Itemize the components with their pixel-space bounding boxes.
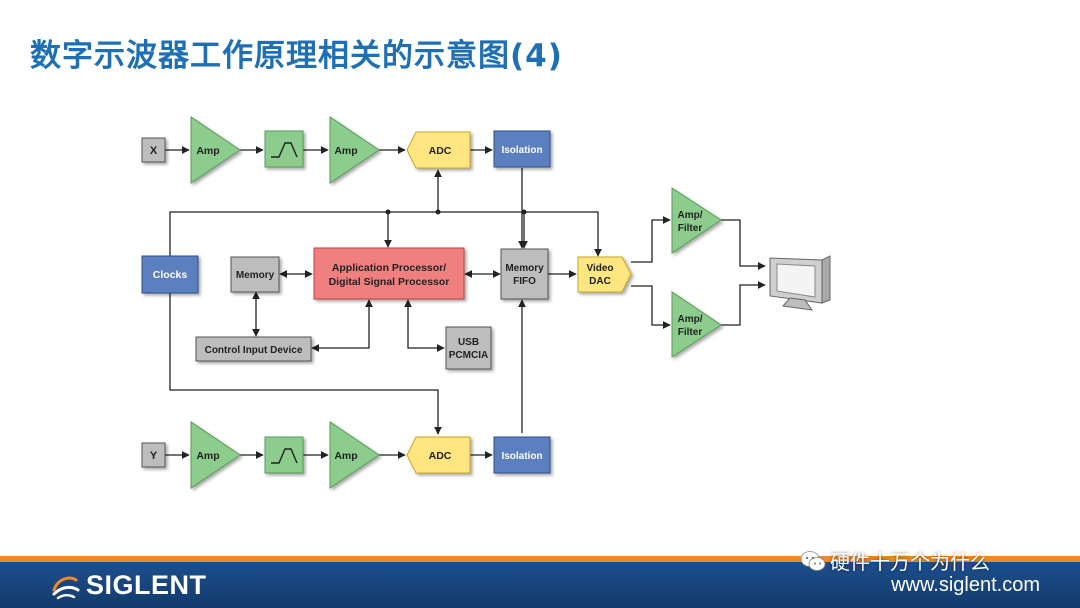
app-processor-label-2: Digital Signal Processor <box>329 276 450 288</box>
amp-label-top-1: Amp <box>196 145 219 157</box>
website-url: www.siglent.com <box>891 574 1040 596</box>
amp-triangle-top-2 <box>329 116 380 184</box>
amp-label-bottom-2: Amp <box>334 450 357 462</box>
amp-filter-triangle-1 <box>671 187 722 254</box>
amp-filter-label-2b: Filter <box>678 327 703 338</box>
adc-label-top: ADC <box>429 145 452 157</box>
adc-label-bottom: ADC <box>429 450 452 462</box>
siglent-logo: SIGLENT <box>48 566 207 604</box>
junction-dots <box>385 209 527 215</box>
video-dac-block <box>577 256 632 293</box>
connection-lines <box>165 146 766 459</box>
lowpass-filter-icon <box>271 142 298 158</box>
amp-filter-triangle-2 <box>671 291 722 358</box>
amp-label-bottom-1: Amp <box>196 450 219 462</box>
amp-filter-label-1a: Amp/ <box>678 210 703 221</box>
adc-block-top <box>406 131 471 169</box>
x-input-label: X <box>150 145 158 157</box>
isolation-block-top <box>493 130 551 168</box>
footer-blue-bar <box>0 562 1080 608</box>
clocks-label: Clocks <box>153 269 188 281</box>
filter-block-top <box>264 130 304 168</box>
app-processor-label-1: Application Processor/ <box>332 262 446 274</box>
watermark-text: 硬件十万个为什么 <box>830 550 990 574</box>
amp-triangle-bottom-2 <box>329 421 380 489</box>
memory-label: Memory <box>236 270 275 281</box>
watermark: 硬件十万个为什么 <box>800 546 990 575</box>
amp-filter-label-2a: Amp/ <box>678 314 703 325</box>
usb-label: USB <box>458 337 479 348</box>
slide-title: 数字示波器工作原理相关的示意图(4) <box>30 38 563 74</box>
memory-fifo-block <box>500 248 549 300</box>
monitor-icon <box>769 255 831 311</box>
video-dac-label-1: Video <box>586 263 613 274</box>
brand-name: SIGLENT <box>86 569 207 600</box>
x-input-block <box>141 137 166 163</box>
wechat-icon <box>800 550 826 571</box>
memory-fifo-label-2: FIFO <box>513 276 536 287</box>
isolation-block-bottom <box>493 436 551 474</box>
y-input-label: Y <box>150 450 158 462</box>
amp-label-top-2: Amp <box>334 145 357 157</box>
amp-filter-label-1b: Filter <box>678 223 703 234</box>
amp-triangle-top-1 <box>190 116 241 184</box>
app-processor-block <box>313 247 465 300</box>
clocks-block <box>141 255 199 294</box>
lowpass-filter-icon <box>271 448 298 464</box>
control-input-label: Control Input Device <box>205 345 303 356</box>
control-input-block <box>195 336 312 362</box>
amp-triangle-bottom-1 <box>190 421 241 489</box>
adc-block-bottom <box>406 436 471 474</box>
memory-fifo-label-1: Memory <box>505 263 544 274</box>
siglent-swirl-icon <box>52 576 80 600</box>
pcmcia-label: PCMCIA <box>449 350 488 361</box>
usb-pcmcia-block <box>445 326 492 370</box>
y-input-block <box>141 442 166 468</box>
video-dac-label-2: DAC <box>589 276 611 287</box>
isolation-label-bottom: Isolation <box>501 451 542 462</box>
isolation-label-top: Isolation <box>501 145 542 156</box>
oscilloscope-block-diagram: X Amp Amp ADC Isolation Clocks Memory Ap… <box>141 116 831 489</box>
filter-block-bottom <box>264 436 304 474</box>
memory-block <box>230 256 280 293</box>
footer-orange-stripe <box>0 556 1080 562</box>
